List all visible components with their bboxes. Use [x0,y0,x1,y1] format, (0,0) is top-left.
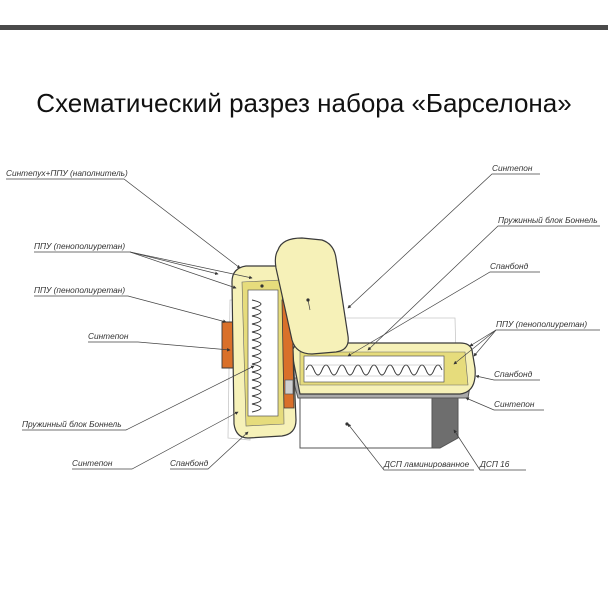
diagram-title: Схематический разрез набора «Барселона» [36,88,572,118]
label-ppu-mid: ППУ (пенополиуретан) [34,285,125,295]
label-sintepon-left: Синтепон [88,331,129,341]
marker-dots [260,284,349,426]
labels-right: Синтепон Пружинный блок Боннель Спанбонд… [383,163,598,469]
top-bar [0,0,608,30]
seat-block [291,342,476,395]
leader-lines [6,173,600,471]
label-sintepon-right-top: Синтепон [492,163,533,173]
label-spanbond-right-top: Спанбонд [490,261,529,271]
back-cushion [274,237,349,355]
label-sintepukh-ppu: Синтепух+ППУ (наполнитель) [6,168,128,178]
label-ppu-right: ППУ (пенополиуретан) [496,319,587,329]
label-dsp-laminated: ДСП ламинированное [383,459,470,469]
label-spanbond-bottom: Спанбонд [170,458,209,468]
label-dsp16: ДСП 16 [479,459,510,469]
label-spring-left: Пружинный блок Боннель [22,419,122,429]
labels-left: Синтепух+ППУ (наполнитель) ППУ (пенополи… [6,168,209,468]
label-sintepon-right-low: Синтепон [494,399,535,409]
label-ppu-top: ППУ (пенополиуретан) [34,241,125,251]
label-sintepon-bottom: Синтепон [72,458,113,468]
label-spanbond-right-mid: Спанбонд [494,369,533,379]
armrest-block [221,265,297,439]
label-spring-right: Пружинный блок Боннель [498,215,598,225]
base-drawer [299,391,459,449]
